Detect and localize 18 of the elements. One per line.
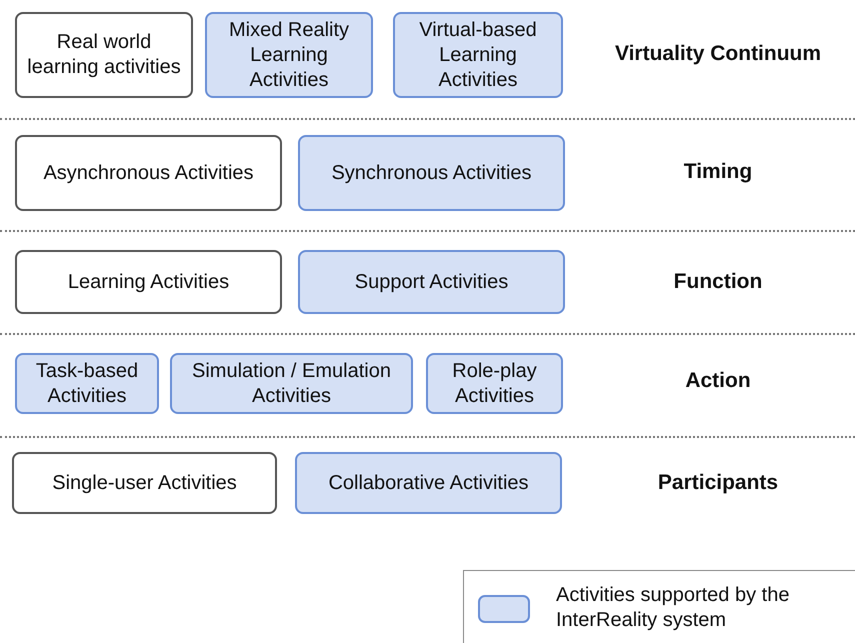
activity-box: Virtual-based Learning Activities: [393, 12, 563, 98]
category-heading: Action: [684, 369, 752, 393]
activity-box: Mixed Reality Learning Activities: [205, 12, 373, 98]
legend-text: Activities supported by the InterReality system: [556, 583, 790, 633]
category-heading: Participants: [656, 471, 780, 495]
activity-box: Role-play Activities: [426, 353, 563, 414]
category-heading: Timing: [682, 160, 754, 184]
activity-box: Learning Activities: [15, 250, 282, 314]
activity-box: Simulation / Emulation Activities: [170, 353, 413, 414]
activity-box: Synchronous Activities: [298, 135, 565, 211]
category-heading: Virtuality Continuum: [614, 42, 822, 66]
activity-box: Single-user Activities: [12, 452, 277, 514]
activity-box: Real world learning activities: [15, 12, 193, 98]
activity-box: Task-based Activities: [15, 353, 159, 414]
activity-box: Asynchronous Activities: [15, 135, 282, 211]
activity-box: Support Activities: [298, 250, 565, 314]
category-heading: Function: [672, 270, 764, 294]
activity-box: Collaborative Activities: [295, 452, 562, 514]
